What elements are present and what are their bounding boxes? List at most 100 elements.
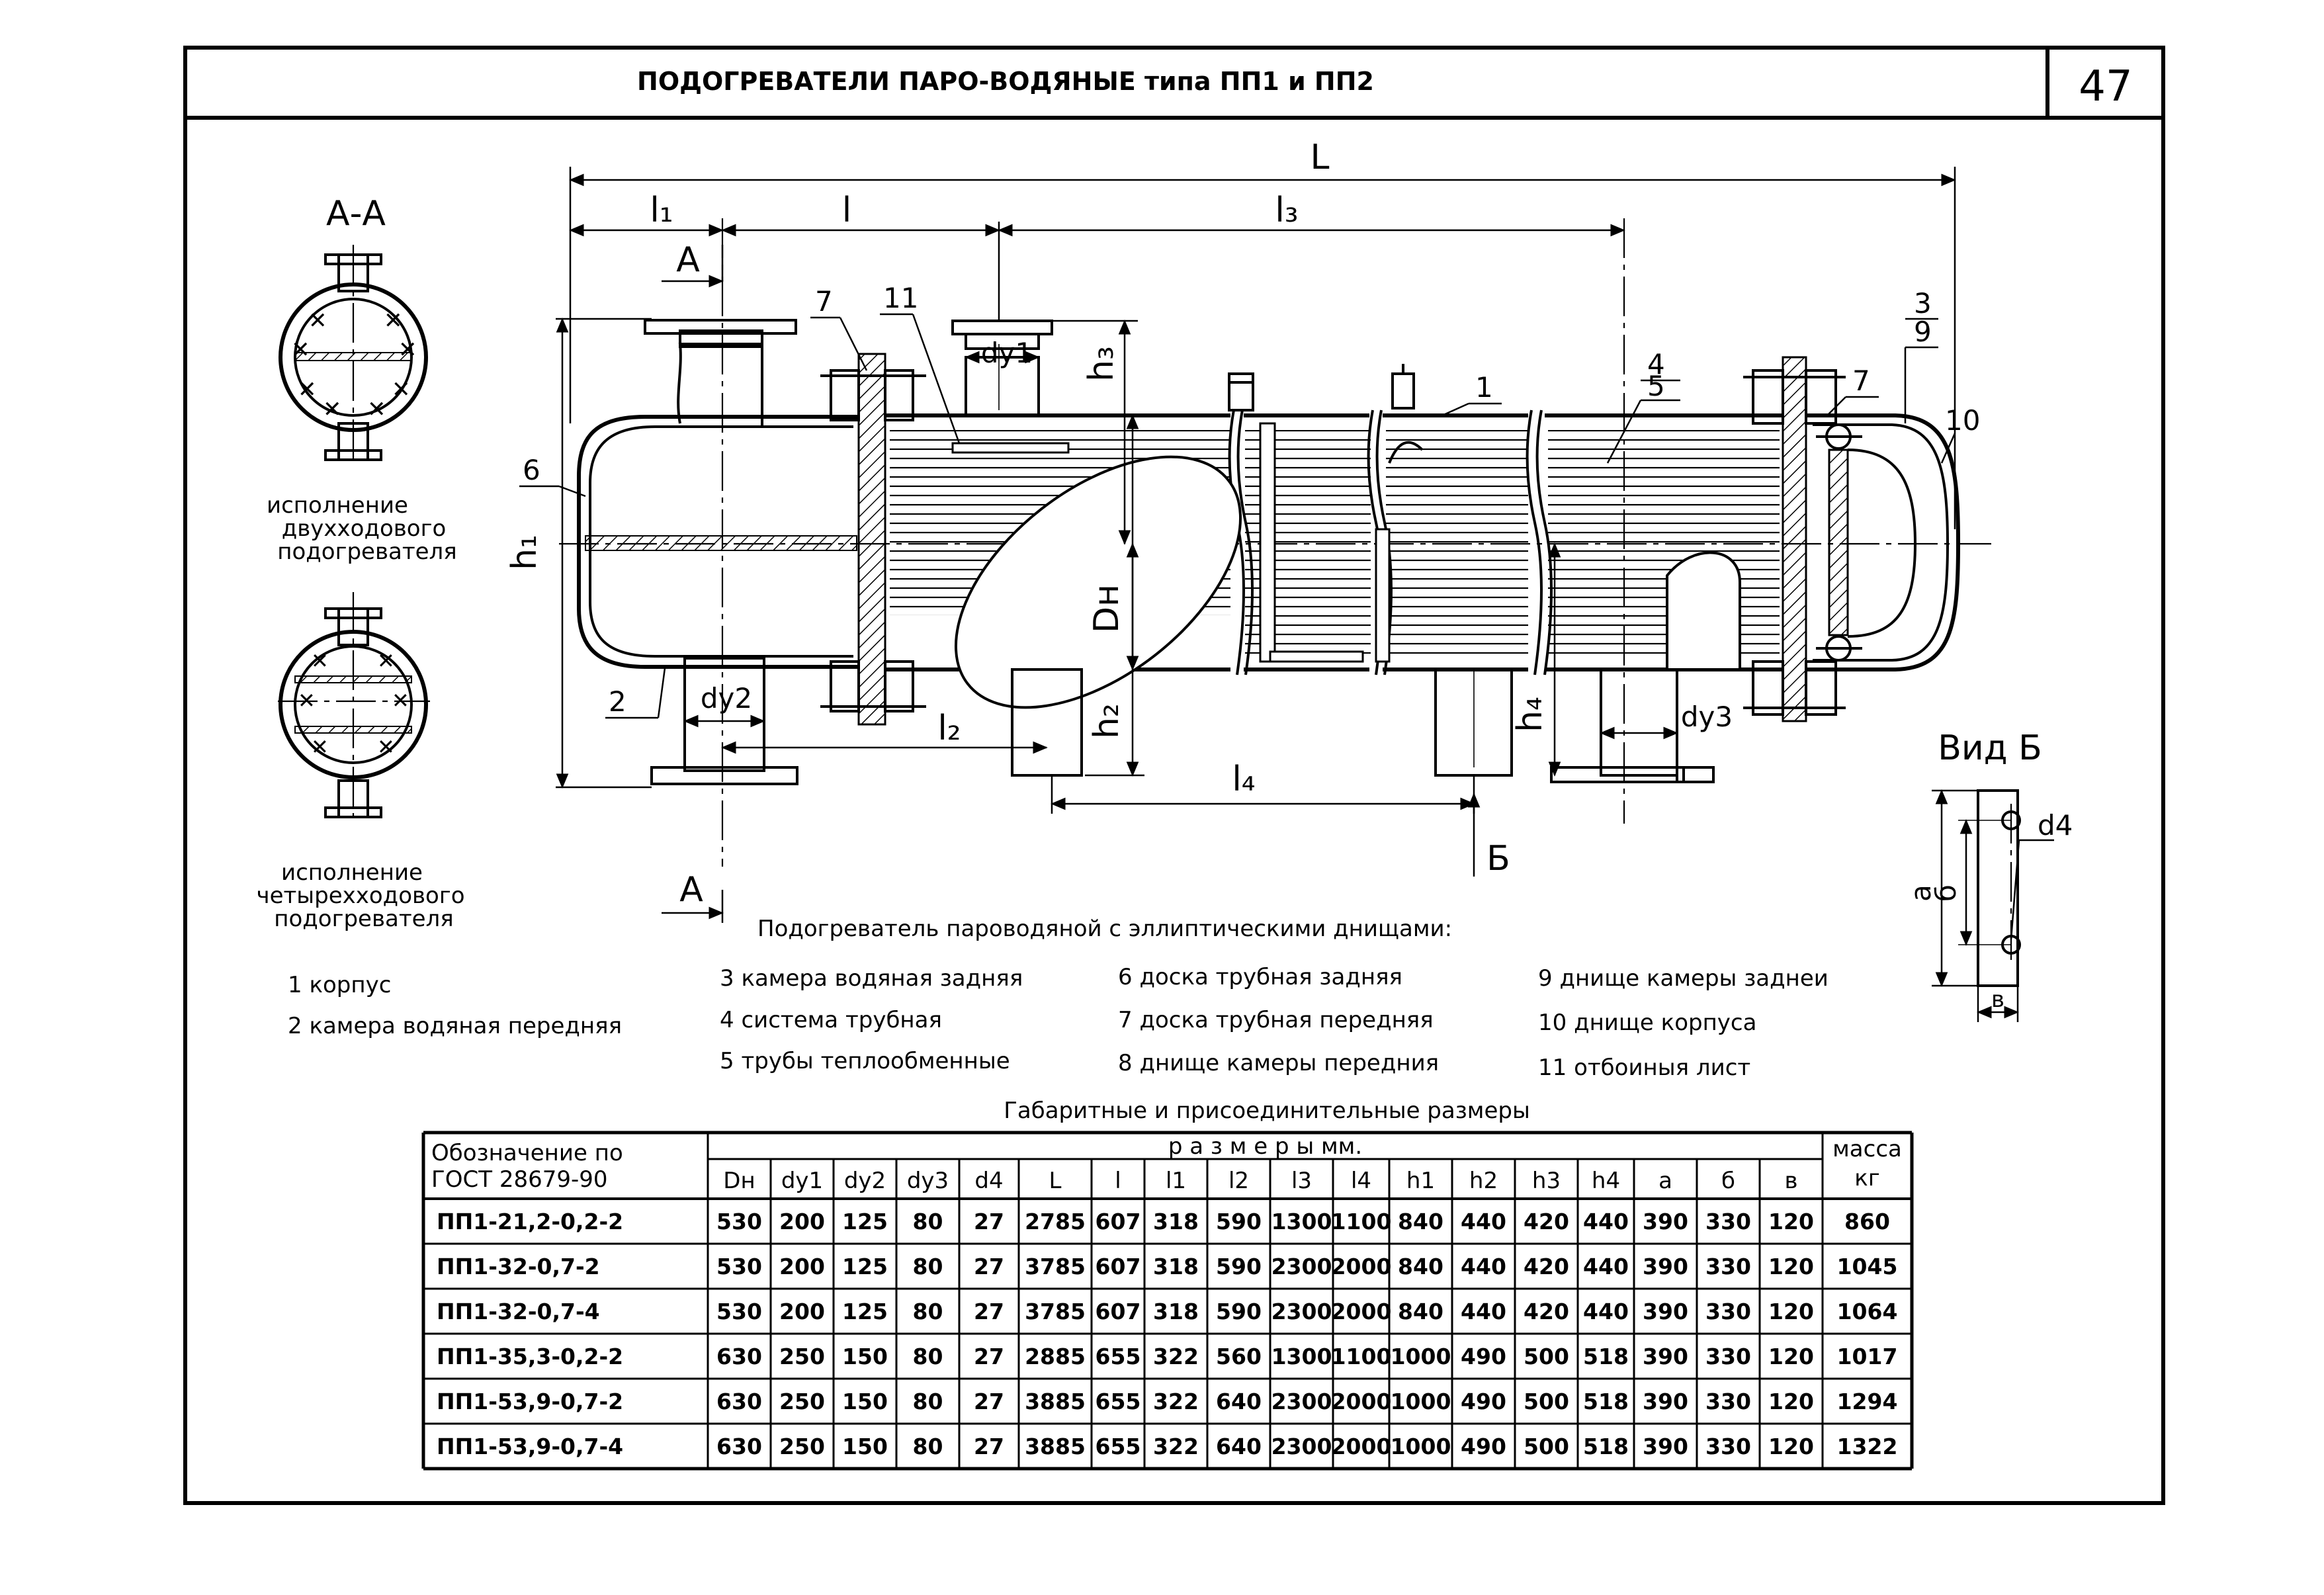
table-cell: 490 [1461, 1389, 1506, 1414]
table-cell: 630 [716, 1389, 762, 1414]
table-cell: 3785 [1025, 1254, 1086, 1279]
table-cell: 330 [1705, 1299, 1751, 1324]
section-mark-top: А [676, 240, 700, 280]
table-cell: 490 [1461, 1344, 1506, 1369]
table-cell: 590 [1216, 1299, 1262, 1324]
table-cell: 120 [1768, 1434, 1814, 1459]
table-cell: 1294 [1837, 1389, 1898, 1414]
dim-h3: h₃ [1082, 346, 1121, 382]
table-column-header: Dн [723, 1168, 755, 1194]
legend-item-11: 11 отбоиныя лист [1538, 1055, 1750, 1081]
table-cell: 318 [1153, 1209, 1199, 1234]
part-1: 1 [1475, 371, 1493, 404]
view-b-a: а [1905, 884, 1937, 902]
part-11: 11 [883, 282, 918, 314]
four-pass-caption-3: подогревателя [274, 906, 454, 932]
table-mass-header: масса [1832, 1136, 1902, 1162]
legend-item-2: 2 камера водяная передняя [288, 1013, 622, 1039]
table-cell: 590 [1216, 1254, 1262, 1279]
legend-item-4: 4 система трубная [720, 1007, 942, 1033]
dim-h2: h₂ [1087, 703, 1127, 739]
table-cell: 120 [1768, 1209, 1814, 1234]
table-cell: 560 [1216, 1344, 1262, 1369]
table-designation-header: ГОСТ 28679-90 [431, 1166, 608, 1193]
table-cell: 1100 [1331, 1344, 1392, 1369]
table-cell: 80 [913, 1209, 943, 1234]
section-label: А-А [326, 194, 386, 234]
table-cell: 440 [1461, 1254, 1506, 1279]
table-column-header: l1 [1166, 1168, 1186, 1194]
table-cell: 27 [974, 1209, 1004, 1234]
table-cell: 250 [779, 1434, 825, 1459]
table-cell: 2300 [1271, 1299, 1332, 1324]
table-column-header: L [1049, 1168, 1062, 1194]
table-cell-designation: ПП1-21,2-0,2-2 [437, 1209, 623, 1234]
svg-text:✕: ✕ [298, 688, 316, 713]
section-views: А-А ✕ ✕ ✕ ✕ ✕ ✕ ✕ ✕ исполнение двухходов… [256, 194, 464, 932]
table-cell: 2885 [1025, 1344, 1086, 1369]
table-cell: 420 [1524, 1209, 1569, 1234]
view-mark: Б [1486, 839, 1510, 879]
svg-text:✕: ✕ [323, 396, 342, 423]
page-number: 47 [2079, 62, 2132, 111]
dim-l1: l₁ [650, 191, 673, 230]
dim-l2: l₂ [937, 709, 961, 748]
table-column-header: h4 [1592, 1168, 1620, 1194]
table-cell: 200 [779, 1209, 825, 1234]
part-6: 7 [1852, 365, 1870, 397]
table-cell: 490 [1461, 1434, 1506, 1459]
view-b-title: Вид Б [1938, 728, 2042, 768]
table-cell: 250 [779, 1344, 825, 1369]
two-pass-section: ✕ ✕ ✕ ✕ ✕ ✕ ✕ ✕ [279, 245, 428, 463]
svg-text:✕: ✕ [311, 734, 329, 759]
table-cell: 1017 [1837, 1344, 1898, 1369]
table-cell: 440 [1583, 1254, 1629, 1279]
table-cell: 2000 [1331, 1254, 1392, 1279]
table-cell: 150 [842, 1389, 888, 1414]
table-column-header: l2 [1228, 1168, 1249, 1194]
table-cell: 390 [1643, 1209, 1688, 1234]
dim-Dn: Dн [1087, 584, 1127, 633]
table-cell: 322 [1153, 1434, 1199, 1459]
table-cell: 518 [1583, 1344, 1629, 1369]
table-cell: 420 [1524, 1254, 1569, 1279]
legend-item-1: 1 корпус [288, 972, 391, 998]
four-pass-caption-2: четырехходового [256, 883, 464, 909]
table-cell: 2300 [1271, 1389, 1332, 1414]
view-b: Вид Б а б в d4 [1905, 728, 2073, 1022]
table-cell: 1064 [1837, 1299, 1898, 1324]
table-cell: 2300 [1271, 1254, 1332, 1279]
table-cell: 330 [1705, 1344, 1751, 1369]
two-pass-caption-2: двухходового [282, 515, 447, 542]
table-cell: 440 [1461, 1209, 1506, 1234]
legend-item-9: 9 днище камеры заднеи [1538, 965, 1829, 992]
legend-item-7: 7 доска трубная передняя [1118, 1007, 1434, 1033]
svg-text:✕: ✕ [311, 648, 329, 673]
table-cell-designation: ПП1-32-0,7-4 [437, 1299, 600, 1324]
table-cell: 1100 [1331, 1209, 1392, 1234]
part-callouts: 2 6 7 11 1 4 5 7 3 9 10 [519, 282, 1980, 719]
table-cell: 530 [716, 1299, 762, 1324]
svg-text:✕: ✕ [398, 337, 417, 363]
dimensions: L l₁ l l₃ h₁ h₃ Dн h₂ dy1 dy2 l₂ [505, 138, 1956, 923]
table-cell: 640 [1216, 1389, 1262, 1414]
table-cell: 440 [1461, 1299, 1506, 1324]
table-cell: 420 [1524, 1299, 1569, 1324]
dim-h1: h₁ [505, 535, 544, 570]
dim-l: l [842, 191, 851, 230]
table-cell: 120 [1768, 1389, 1814, 1414]
table-cell: 200 [779, 1254, 825, 1279]
svg-text:✕: ✕ [298, 376, 317, 403]
table-cell: 80 [913, 1254, 943, 1279]
table-cell: 150 [842, 1344, 888, 1369]
table-cell: 27 [974, 1299, 1004, 1324]
table-designation-header: Обозначение по [431, 1140, 623, 1166]
view-b-d4: d4 [2038, 809, 2073, 841]
table-cell: 125 [842, 1209, 888, 1234]
part-5: 5 [1647, 370, 1665, 402]
heater-drawing [559, 218, 1991, 867]
svg-text:✕: ✕ [384, 308, 403, 334]
table-cell: 3785 [1025, 1299, 1086, 1324]
